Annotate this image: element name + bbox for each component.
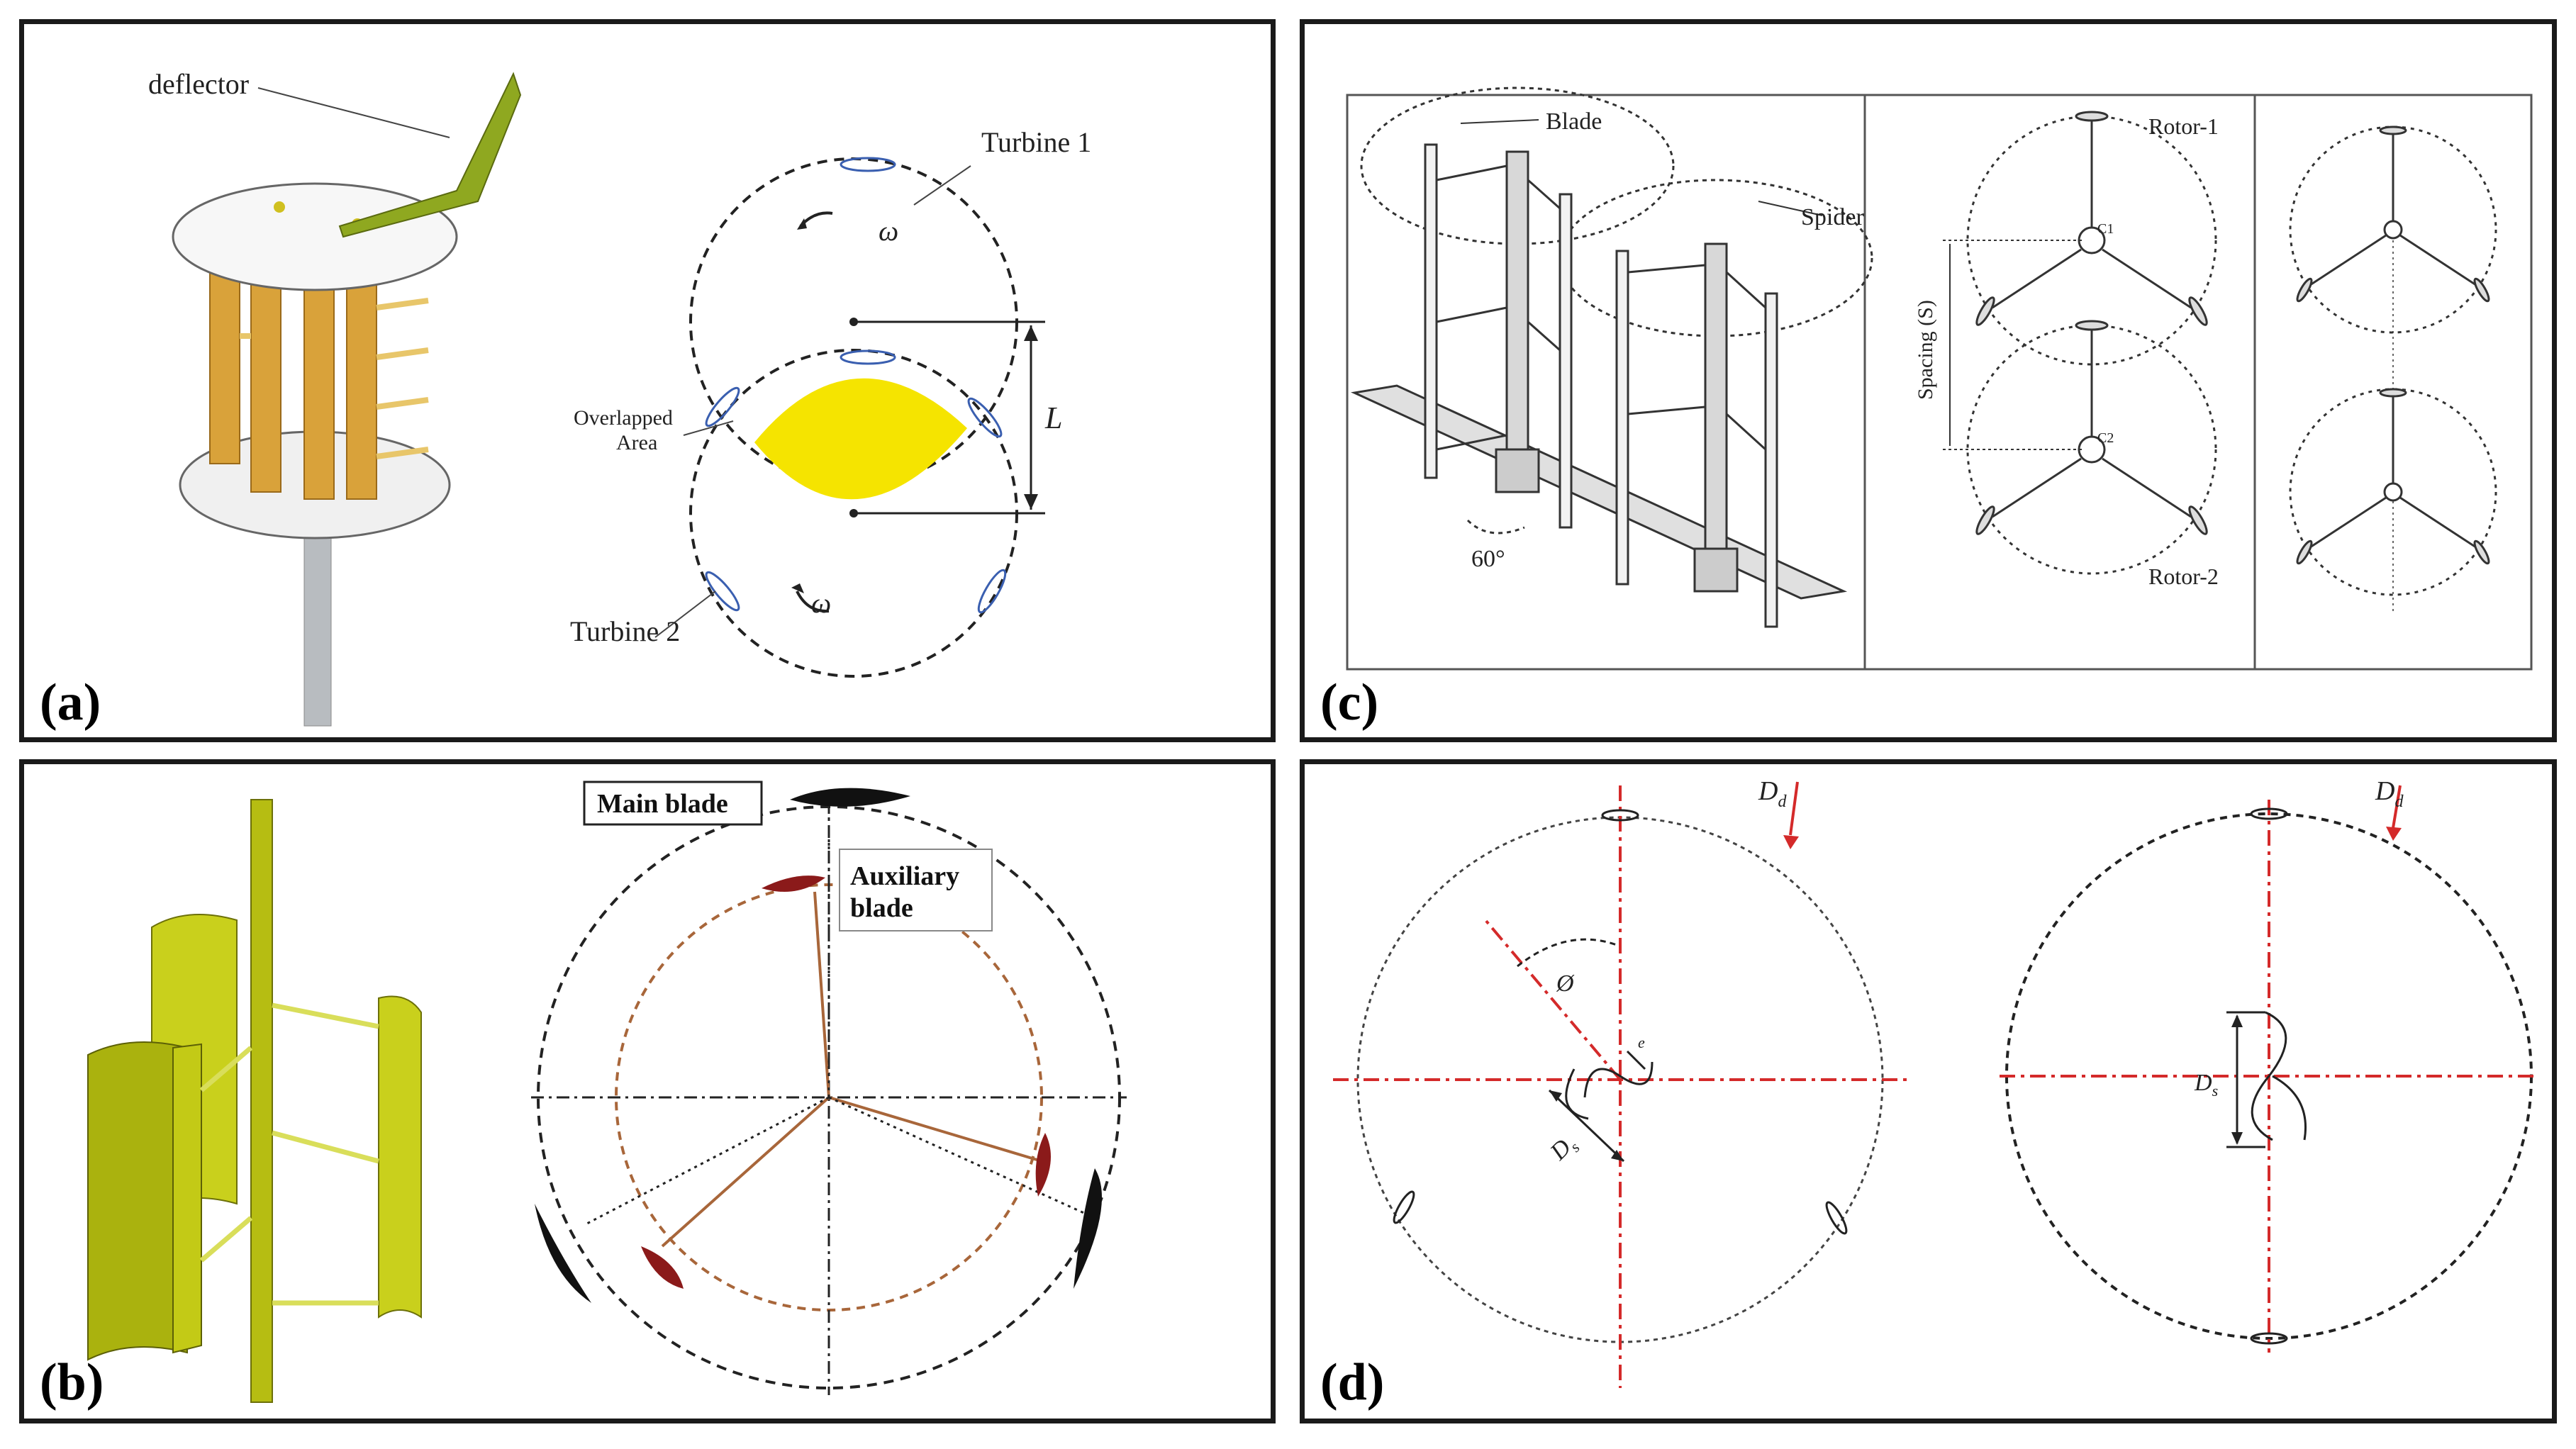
shaft-2 — [1704, 242, 1728, 578]
c2-label: C2 — [2097, 430, 2114, 446]
dd-right-label: Dd — [2375, 776, 2404, 811]
blade-airfoil — [705, 571, 740, 612]
figure-frame — [1346, 94, 2533, 671]
c1-label: C1 — [2097, 221, 2114, 237]
dd-arrow-right — [2392, 785, 2402, 829]
panel-a: deflector L ω ω — [19, 19, 1276, 742]
blade-leader — [1460, 119, 1539, 124]
blade-airfoil — [840, 157, 896, 172]
rotor-top-view — [1943, 111, 2217, 575]
main-blade-2 — [1074, 1168, 1102, 1289]
angle-label: 60° — [1471, 546, 1505, 572]
overlapped-area — [754, 378, 967, 500]
top-plate — [172, 182, 458, 291]
struts — [199, 1002, 379, 1306]
panel-a-label: (a) — [40, 673, 101, 732]
panel-b-drawing: Main blade Auxiliary blade — [87, 781, 1127, 1403]
main-blade-box — [583, 781, 763, 826]
blade-right-bottom — [2250, 1332, 2288, 1345]
panel-b-label: (b) — [40, 1353, 104, 1411]
turbine2-leader — [654, 591, 716, 638]
auxiliary-blade-box — [839, 849, 993, 931]
savonius-bucket-left — [1583, 1061, 1654, 1098]
panel-d-drawing: Ø e Ds Dd Ds Dd — [1333, 776, 2538, 1388]
panel-c: Blade Spider 60° Rotor-1 Rotor-2 — [1300, 19, 2557, 742]
ds-left-label: Ds — [1545, 1130, 1583, 1168]
rotor1-label: Rotor-1 — [2148, 113, 2219, 139]
auxiliary-arms — [661, 891, 1042, 1248]
auxiliary-blade-2 — [1035, 1133, 1051, 1197]
left-configuration — [1333, 781, 1907, 1388]
phi-arc — [1517, 938, 1617, 968]
spider-label: Spider — [1801, 204, 1864, 230]
deflector-label: deflector — [148, 68, 249, 100]
overlap-schematic: L ω ω Turbine 1 Turbine 2 Overlapped Are… — [570, 126, 1091, 678]
rotor2-label: Rotor-2 — [2148, 564, 2219, 589]
blade-airfoil — [840, 349, 896, 365]
blade-right-top — [2250, 807, 2288, 820]
spacing-label: Spacing (S) — [1914, 300, 1937, 400]
top-bolt — [274, 201, 285, 213]
ds-right-label: Ds — [2194, 1070, 2218, 1100]
auxiliary-blade-3 — [641, 1246, 684, 1289]
central-shaft — [250, 799, 273, 1403]
auxiliary-label-2: blade — [850, 893, 913, 923]
right-configuration — [2000, 785, 2538, 1353]
rotation-arrow-2 — [796, 591, 830, 613]
blade-left-lower — [1393, 1190, 1415, 1224]
dd-left-label: Dd — [1758, 776, 1787, 811]
blade-1b — [1559, 193, 1573, 529]
panel-b: Main blade Auxiliary blade (b) — [19, 759, 1276, 1423]
support-pole — [303, 520, 332, 727]
dd-arrow-left — [1789, 781, 1799, 836]
blade-right-lower — [1825, 1201, 1848, 1235]
L-label: L — [1044, 401, 1062, 435]
turbine1-label: Turbine 1 — [981, 126, 1091, 158]
turbine1-leader — [913, 165, 971, 206]
panel-d: Ø e Ds Dd Ds Dd (d) — [1300, 759, 2557, 1423]
main-blade-3 — [535, 1204, 591, 1303]
panel-d-label: (d) — [1320, 1353, 1385, 1411]
panel-a-drawing: deflector L ω ω — [148, 68, 1091, 727]
turbine2-label: Turbine 2 — [570, 615, 680, 647]
blade-airfoil — [705, 386, 740, 427]
rotor-reference-view — [2289, 125, 2497, 612]
blade-airfoil — [977, 569, 1007, 614]
blade-1a — [1424, 143, 1438, 479]
phi-label: Ø — [1556, 970, 1575, 997]
blade-schematic — [531, 788, 1127, 1395]
angled-centerline — [1484, 919, 1622, 1081]
blade-label: Blade — [1546, 108, 1602, 135]
blade-left-top — [1601, 809, 1639, 822]
struts-gold — [240, 298, 429, 459]
panel-c-label: (c) — [1320, 673, 1379, 732]
blade-2b — [1764, 292, 1778, 628]
e-label: e — [1638, 1034, 1645, 1051]
blade-right — [378, 995, 422, 1319]
turbine-3d-model: deflector — [148, 68, 522, 727]
omega-1: ω — [879, 215, 898, 247]
deflector-leader — [257, 87, 450, 138]
main-blade-label: Main blade — [597, 789, 728, 819]
auxiliary-blade-1 — [762, 875, 825, 892]
rotor-3d-model — [87, 799, 422, 1403]
panel-c-drawing: Blade Spider 60° Rotor-1 Rotor-2 — [1346, 86, 2533, 671]
ds-dimension-left — [1548, 1089, 1625, 1163]
blade-2a — [1615, 250, 1629, 586]
overlapped-label-2: Area — [616, 431, 657, 454]
overlapped-label-1: Overlapped — [574, 406, 673, 430]
blade-airfoil — [967, 397, 1003, 438]
deflector-vane — [338, 72, 522, 238]
main-blade-1 — [790, 788, 910, 807]
spider-leader — [1758, 201, 1823, 216]
main-arms — [584, 807, 1095, 1226]
auxiliary-label-1: Auxiliary — [850, 861, 959, 891]
isometric-rotors — [1350, 86, 1873, 628]
omega-2: ω — [811, 587, 831, 619]
savonius-bucket-right — [2251, 1011, 2287, 1141]
blade-front-left — [87, 1041, 188, 1361]
shaft-1 — [1505, 150, 1529, 486]
